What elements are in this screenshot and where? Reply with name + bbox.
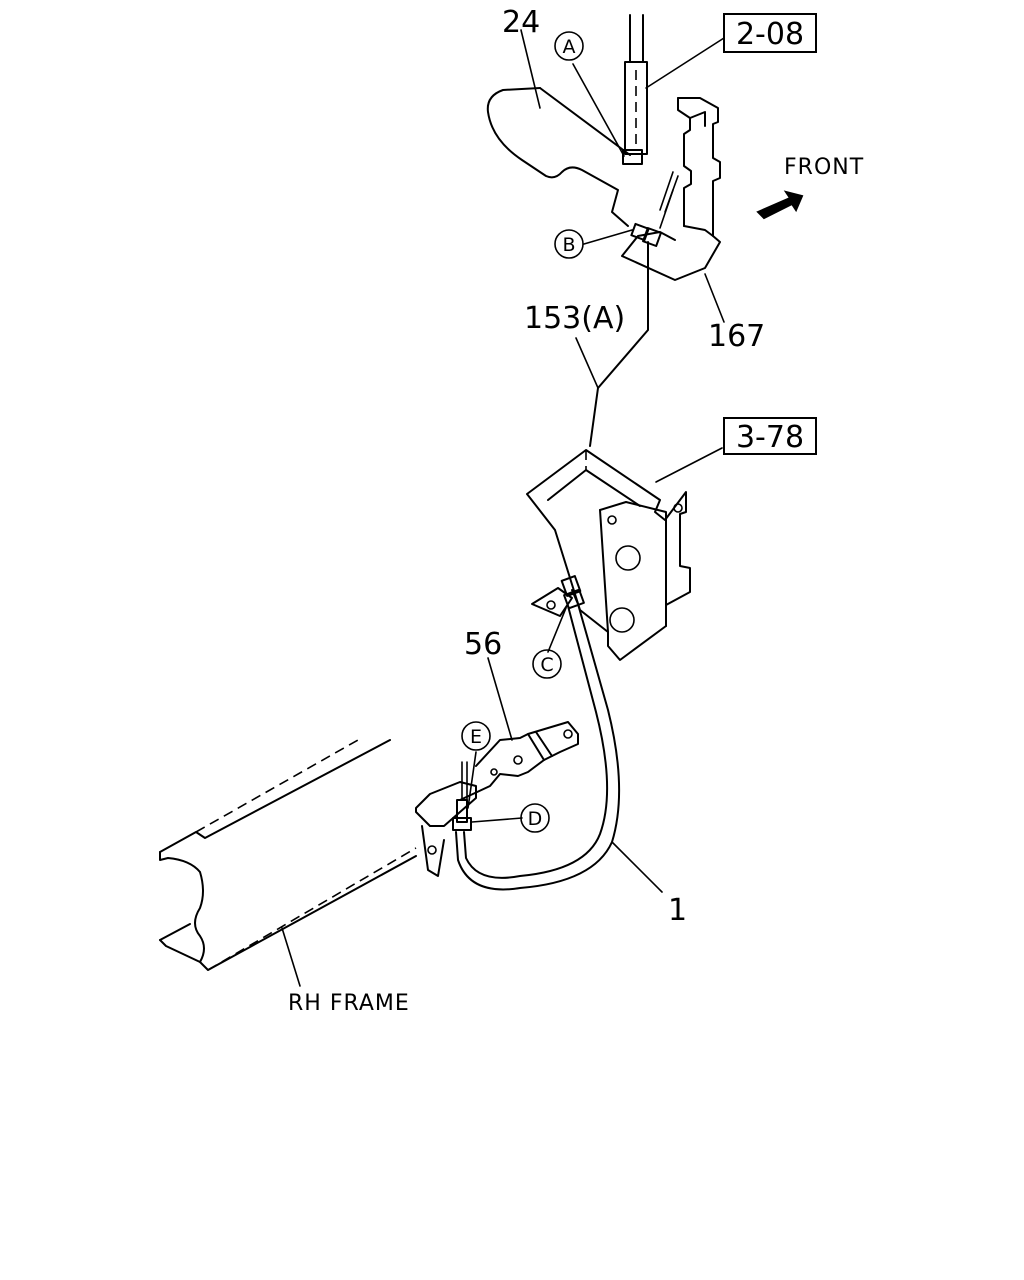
rh-frame: [159, 739, 417, 971]
svg-text:3-78: 3-78: [736, 420, 804, 455]
front-arrow-icon: [756, 190, 804, 220]
callout-153a: 153(A): [524, 301, 625, 336]
circle-a: A: [554, 31, 584, 61]
part-3-78-bracket: [526, 449, 691, 661]
rh-frame-label: RH FRAME: [288, 991, 410, 1016]
svg-text:D: D: [528, 808, 543, 830]
svg-text:B: B: [562, 234, 575, 256]
callout-167: 167: [708, 319, 765, 354]
part-24-bracket: [486, 14, 648, 227]
svg-text:C: C: [540, 654, 553, 676]
part-56-bracket: [459, 721, 579, 801]
circle-b: B: [554, 229, 584, 259]
callout-24: 24: [502, 5, 540, 40]
fitting-b: [630, 222, 662, 247]
circle-e: E: [461, 721, 491, 751]
callout-1: 1: [668, 893, 687, 928]
part-167-bracket: [621, 97, 721, 281]
clamp-assembly: [415, 761, 477, 877]
cable-153a: [589, 241, 649, 447]
leader-lines: [281, 29, 725, 987]
front-label: FRONT: [784, 155, 864, 180]
ref-box-3-78: 3-78: [723, 417, 817, 455]
svg-text:E: E: [470, 726, 482, 748]
svg-text:A: A: [563, 36, 576, 58]
svg-text:2-08: 2-08: [736, 17, 804, 52]
part-1-line: [455, 575, 621, 891]
circle-d: D: [520, 803, 550, 833]
circle-c: C: [532, 649, 562, 679]
ref-box-2-08: 2-08: [723, 13, 817, 53]
callout-56: 56: [464, 627, 502, 662]
